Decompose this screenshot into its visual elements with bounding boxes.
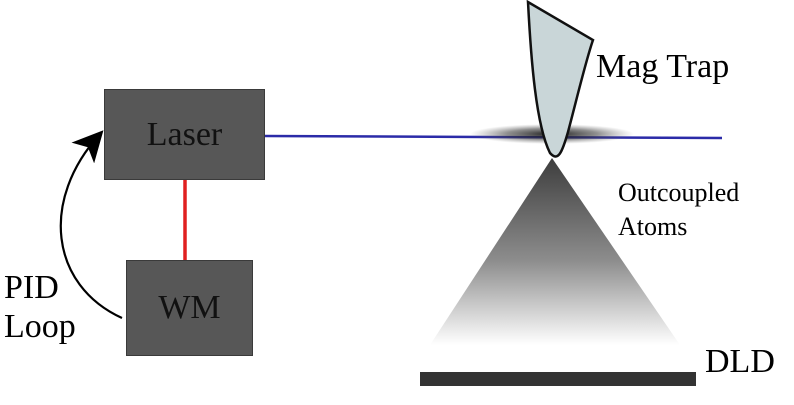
outcoupled-atoms-label: Outcoupled Atoms — [618, 176, 739, 244]
laser-box: Laser — [104, 89, 265, 180]
magnetic-trap-shape — [526, 0, 595, 158]
outcoupled-atom-cone — [430, 158, 680, 345]
dld-label: DLD — [705, 343, 775, 380]
wavemeter-box: WM — [126, 260, 253, 356]
laser-label: Laser — [146, 115, 223, 153]
mag-trap-label: Mag Trap — [596, 48, 730, 85]
wavemeter-label: WM — [158, 289, 221, 326]
pid-label-line2: Loop — [4, 308, 76, 346]
dld-detector-plate — [420, 372, 696, 386]
pid-feedback-arrow — [59, 130, 123, 319]
pid-label-line1: PID — [4, 269, 59, 306]
outcoupled-label-line1: Outcoupled — [618, 178, 740, 207]
pid-loop-label: PID Loop — [4, 268, 76, 346]
outcoupled-label-line2: Atoms — [618, 211, 688, 241]
